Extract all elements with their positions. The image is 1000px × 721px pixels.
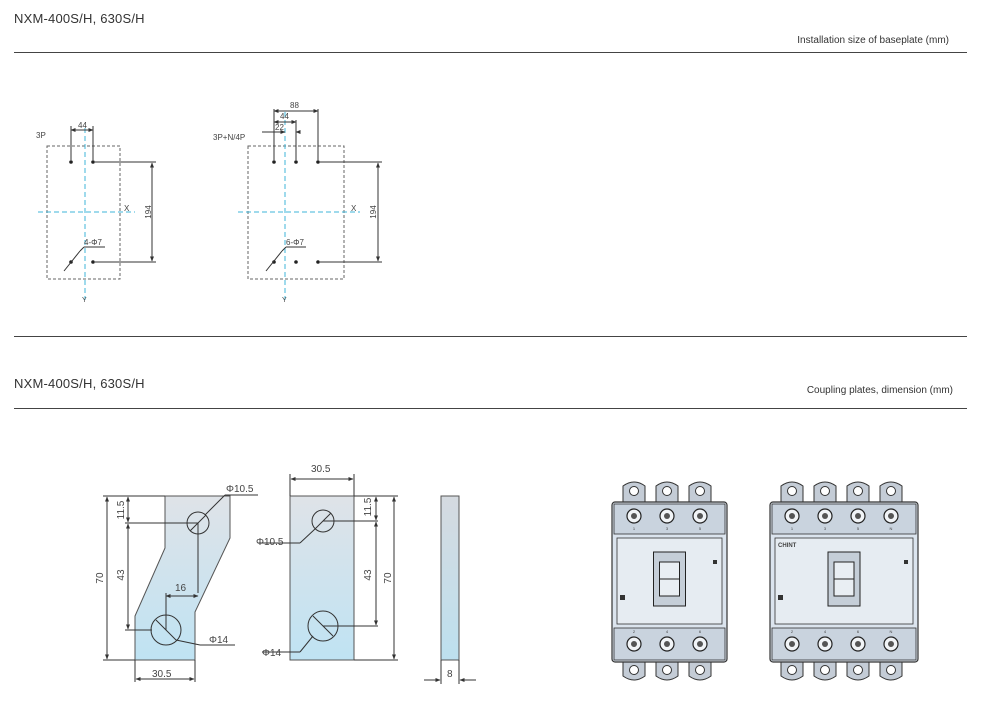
- indicator: [713, 560, 717, 564]
- lug-hole: [820, 665, 830, 675]
- lug-hole: [695, 665, 705, 675]
- indicator: [904, 560, 908, 564]
- terminal-number: 2: [633, 629, 636, 634]
- offset-dim-offset: 16: [175, 583, 187, 594]
- baseplate-3p-label: 3P: [36, 131, 46, 140]
- section-title-baseplate: NXM-400S/H, 630S/H: [14, 11, 145, 26]
- lug-hole: [820, 486, 830, 496]
- dim-small-4p: 22: [275, 123, 284, 132]
- straight-dim-width: 30.5: [311, 464, 331, 475]
- section-subtitle-baseplate: Installation size of baseplate (mm): [797, 35, 949, 46]
- dim-spacing-3p: 44: [78, 121, 87, 130]
- offset-dim-mid: 43: [116, 569, 127, 581]
- terminal-number: 1: [633, 526, 636, 531]
- lug-hole: [853, 665, 863, 675]
- dim-mid-4p: 44: [280, 112, 289, 121]
- terminal-number: 6: [699, 629, 702, 634]
- holes-label-3p: 4-Φ7: [84, 238, 102, 247]
- terminal-number: 2: [791, 629, 794, 634]
- dim-total-4p: 88: [290, 101, 299, 110]
- breaker-3p: [611, 481, 728, 681]
- terminal-number: 5: [857, 526, 860, 531]
- section-divider: [14, 408, 967, 409]
- screw-head: [855, 641, 861, 647]
- terminal-number: N: [890, 629, 893, 634]
- brand-logo: CHINT: [778, 543, 797, 549]
- section-subtitle-coupling: Coupling plates, dimension (mm): [806, 385, 953, 396]
- screw-head: [789, 513, 795, 519]
- lug-hole: [886, 665, 896, 675]
- straight-dim-mid: 43: [363, 569, 374, 581]
- screw-head: [789, 641, 795, 647]
- terminal-number: 3: [824, 526, 827, 531]
- screw-head: [822, 513, 828, 519]
- screw-head: [888, 513, 894, 519]
- straight-small-hole-dim: Φ10.5: [256, 537, 284, 548]
- offset-dim-width: 30.5: [152, 669, 172, 680]
- axis-y-4p: Y: [282, 297, 287, 304]
- section-divider: [14, 52, 967, 53]
- test-button: [620, 595, 625, 600]
- section-divider: [14, 336, 967, 337]
- coupling-plate-side: [424, 495, 476, 684]
- offset-small-hole-dim: Φ10.5: [226, 484, 254, 495]
- lug-hole: [662, 665, 672, 675]
- lug-hole: [629, 486, 639, 496]
- terminal-number: 4: [666, 629, 669, 634]
- terminal-number: 5: [699, 526, 702, 531]
- axis-y-3p: Y: [82, 297, 87, 304]
- breaker-layer: 1 2 3 4 5 6 CHINT 1 2 3 4 5 6 N N: [611, 481, 919, 681]
- screw-head: [631, 641, 637, 647]
- section-title-coupling: NXM-400S/H, 630S/H: [14, 376, 145, 391]
- straight-big-hole-dim: Φ14: [262, 648, 282, 659]
- side-dim-thickness: 8: [447, 669, 453, 680]
- offset-big-hole-dim: Φ14: [209, 635, 229, 646]
- terminal-number: 1: [791, 526, 794, 531]
- axis-x-3p: X: [124, 204, 130, 213]
- holes-label-4p: 6-Φ7: [286, 238, 304, 247]
- lug-hole: [695, 486, 705, 496]
- terminal-number: 4: [824, 629, 827, 634]
- screw-head: [664, 513, 670, 519]
- coupling-plate-offset: [103, 494, 258, 682]
- screw-head: [697, 513, 703, 519]
- coupling-plate-straight: [258, 474, 398, 661]
- screw-head: [888, 641, 894, 647]
- straight-dim-total: 70: [383, 572, 394, 584]
- screw-head: [822, 641, 828, 647]
- lug-hole: [787, 665, 797, 675]
- dim-height-3p: 194: [144, 205, 153, 219]
- offset-dim-top: 11.5: [116, 500, 127, 519]
- breaker-4p: [769, 481, 919, 681]
- screw-head: [855, 513, 861, 519]
- lug-hole: [662, 486, 672, 496]
- terminal-number: N: [890, 526, 893, 531]
- baseplate-4p-drawing: [238, 109, 382, 300]
- screw-head: [697, 641, 703, 647]
- screw-head: [664, 641, 670, 647]
- lug-hole: [629, 665, 639, 675]
- lug-hole: [787, 486, 797, 496]
- lug-hole: [886, 486, 896, 496]
- baseplate-3p-drawing: [38, 126, 156, 300]
- axis-x-4p: X: [351, 204, 357, 213]
- offset-dim-total: 70: [95, 572, 106, 584]
- lug-hole: [853, 486, 863, 496]
- screw-head: [631, 513, 637, 519]
- terminal-number: 6: [857, 629, 860, 634]
- baseplate-4p-label: 3P+N/4P: [213, 133, 245, 142]
- dim-height-4p: 194: [369, 205, 378, 219]
- straight-dim-top: 11.5: [363, 497, 374, 516]
- terminal-number: 3: [666, 526, 669, 531]
- test-button: [778, 595, 783, 600]
